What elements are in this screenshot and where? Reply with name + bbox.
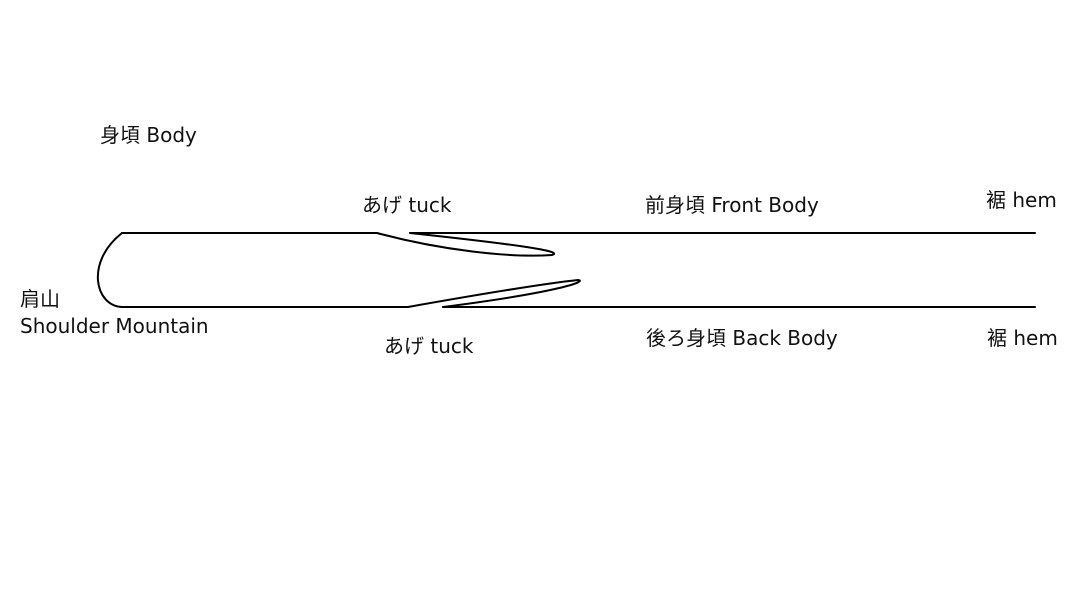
back-tuck-fold (407, 279, 581, 308)
front-tuck-fold (376, 232, 556, 257)
back-tuck-label: あげ tuck (384, 334, 474, 358)
back-body-label: 後ろ身頃 Back Body (646, 326, 838, 350)
back-hem-label: 裾 hem (987, 326, 1058, 350)
shoulder-label-japanese: 肩山 (20, 287, 60, 311)
diagram-title: 身頃 Body (100, 123, 197, 147)
shoulder-label-english: Shoulder Mountain (20, 314, 209, 338)
shoulder-fold-curve (96, 232, 123, 308)
shoulder-mountain-label: 肩山 Shoulder Mountain (20, 286, 209, 340)
front-body-label: 前身頃 Front Body (645, 193, 819, 217)
front-tuck-label: あげ tuck (362, 193, 452, 217)
front-hem-label: 裾 hem (986, 188, 1057, 212)
